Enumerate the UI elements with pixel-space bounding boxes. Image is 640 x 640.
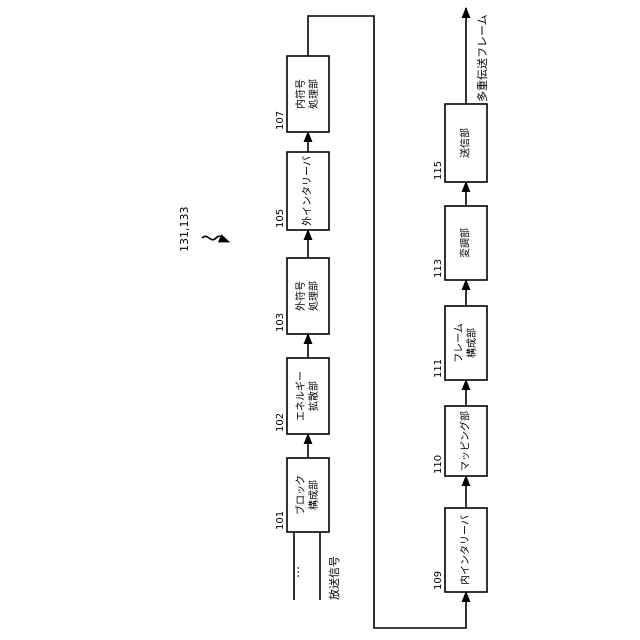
block-101-label-line-2: 構成部	[307, 480, 320, 510]
block-110-label-line-1: マッピング部	[459, 411, 472, 471]
block-103-label-line-1: 外符号	[294, 281, 307, 311]
output-label: 多重伝送フレーム	[475, 14, 489, 102]
block-110: マッピング部 110	[433, 406, 487, 476]
block-109-ref: 109	[433, 571, 444, 590]
block-103-box	[287, 258, 329, 334]
block-107-label-line-1: 内符号	[294, 79, 307, 109]
connector-107-109	[308, 16, 466, 628]
group-ref-label: 131,133	[178, 207, 191, 253]
block-105: 外インタリーバ 105	[275, 152, 329, 230]
input-label: 放送信号	[327, 556, 341, 600]
block-115-label-line-1: 送信部	[459, 128, 472, 158]
block-102: エネルギー拡散部 102	[275, 358, 329, 434]
block-101: ブロック構成部 101	[275, 458, 329, 532]
block-101-ref: 101	[275, 511, 286, 530]
block-110-ref: 110	[433, 455, 444, 474]
block-102-label-line-2: 拡散部	[307, 381, 320, 411]
block-109: 内インタリーバ 109	[433, 508, 487, 592]
block-111-box	[445, 306, 487, 380]
block-103: 外符号処理部 103	[275, 258, 329, 334]
block-111-label-line-1: フレーム	[453, 323, 465, 363]
block-103-ref: 103	[275, 313, 286, 332]
block-111: フレーム構成部 111	[433, 306, 487, 380]
block-107: 内符号処理部 107	[275, 56, 329, 132]
block-115: 送信部 115	[433, 104, 487, 182]
block-105-ref: 105	[275, 209, 286, 228]
block-102-label-line-1: エネルギー	[295, 371, 307, 421]
block-111-label-line-2: 構成部	[465, 328, 478, 358]
block-113: 変調部 113	[433, 206, 487, 280]
block-102-ref: 102	[275, 413, 286, 432]
block-109-label-line-1: 内インタリーバ	[459, 515, 472, 585]
input-dots: ⋯	[291, 566, 305, 578]
block-102-box	[287, 358, 329, 434]
block-111-ref: 111	[433, 359, 444, 378]
block-107-box	[287, 56, 329, 132]
group-ref-squiggle	[202, 236, 229, 242]
block-115-ref: 115	[433, 161, 444, 180]
block-101-label-line-1: ブロック	[294, 475, 307, 515]
block-113-label-line-1: 変調部	[459, 228, 472, 258]
blocks-group: ブロック構成部101エネルギー拡散部102外符号処理部103外インタリーバ105…	[275, 56, 487, 592]
block-103-label-line-2: 処理部	[307, 281, 320, 311]
block-105-label-line-1: 外インタリーバ	[302, 156, 314, 226]
block-113-ref: 113	[433, 259, 444, 278]
block-107-ref: 107	[275, 111, 286, 130]
block-107-label-line-2: 処理部	[307, 79, 320, 109]
block-101-box	[287, 458, 329, 532]
